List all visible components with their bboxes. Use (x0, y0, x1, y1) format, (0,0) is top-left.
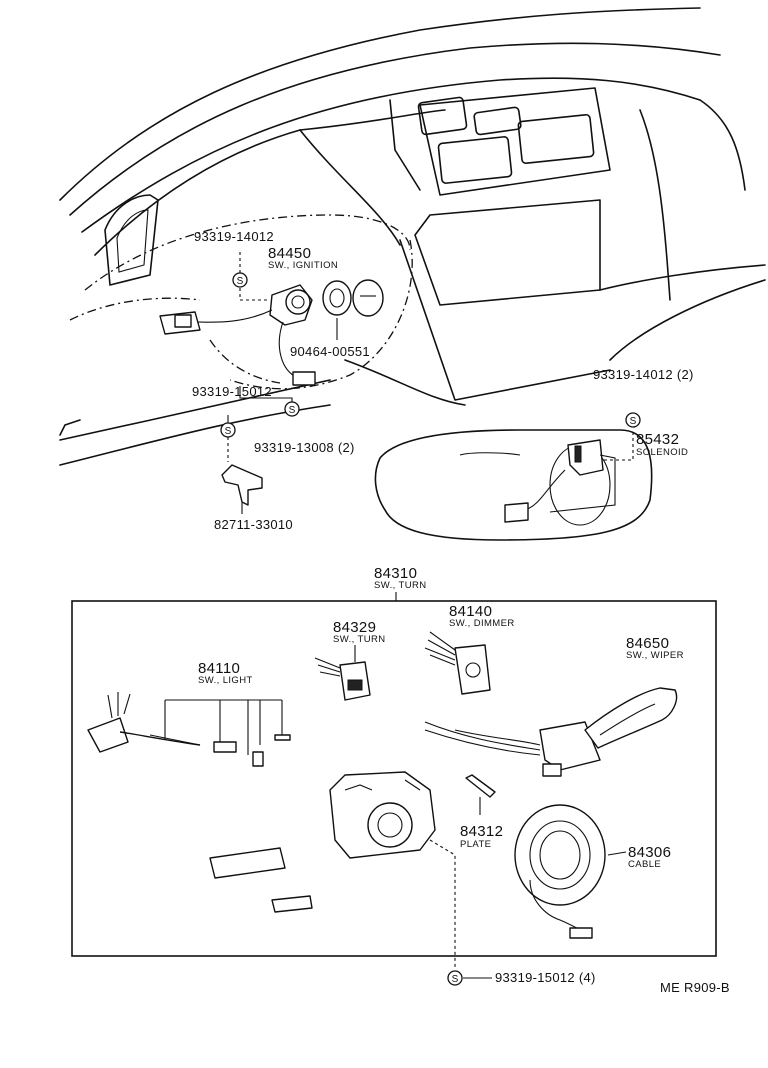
label-90464-00551: 90464-00551 (290, 344, 370, 359)
label-84306: 84306 (628, 844, 671, 861)
svg-text:S: S (289, 405, 296, 416)
label-84650-desc: SW., WIPER (626, 650, 684, 661)
label-84329-desc: SW., TURN (333, 634, 386, 645)
svg-text:S: S (225, 426, 232, 437)
label-84110-desc: SW., LIGHT (198, 675, 253, 686)
svg-text:S: S (452, 974, 459, 985)
reference-code: ME R909-B (660, 980, 730, 995)
screw-symbol-5: S (447, 970, 463, 986)
screw-symbol-1: S (232, 272, 248, 288)
label-93319-14012: 93319-14012 (194, 229, 274, 244)
label-84650: 84650 (626, 635, 669, 652)
label-84110: 84110 (198, 660, 240, 677)
label-93319-15012-4: 93319-15012 (4) (495, 970, 596, 985)
label-84306-desc: CABLE (628, 859, 661, 870)
label-84140-desc: SW., DIMMER (449, 618, 515, 629)
screw-symbol-2: S (284, 401, 300, 417)
label-84312: 84312 (460, 823, 503, 840)
label-85432-desc: SOLENOID (636, 447, 688, 458)
label-84310: 84310 (374, 565, 417, 582)
label-84310-desc: SW., TURN (374, 580, 427, 591)
screw-symbol-4: S (625, 412, 641, 428)
upper-parts (159, 252, 634, 523)
dashboard-illustration (59, 7, 766, 541)
label-84140: 84140 (449, 603, 492, 620)
svg-text:S: S (630, 416, 637, 427)
label-84329: 84329 (333, 619, 376, 636)
label-93319-13008: 93319-13008 (2) (254, 440, 355, 455)
label-85432: 85432 (636, 431, 679, 448)
label-82711-33010: 82711-33010 (214, 517, 293, 532)
assembly-parts (87, 631, 678, 967)
screw-symbol-3: S (220, 422, 236, 438)
label-84450: 84450 (268, 245, 311, 262)
label-84312-desc: PLATE (460, 839, 491, 850)
svg-text:S: S (237, 276, 244, 287)
turn-switch-assembly-box (71, 600, 717, 957)
label-93319-15012: 93319-15012 (192, 384, 272, 399)
label-93319-14012-2: 93319-14012 (2) (593, 367, 694, 382)
label-84450-desc: SW., IGNITION (268, 260, 338, 271)
